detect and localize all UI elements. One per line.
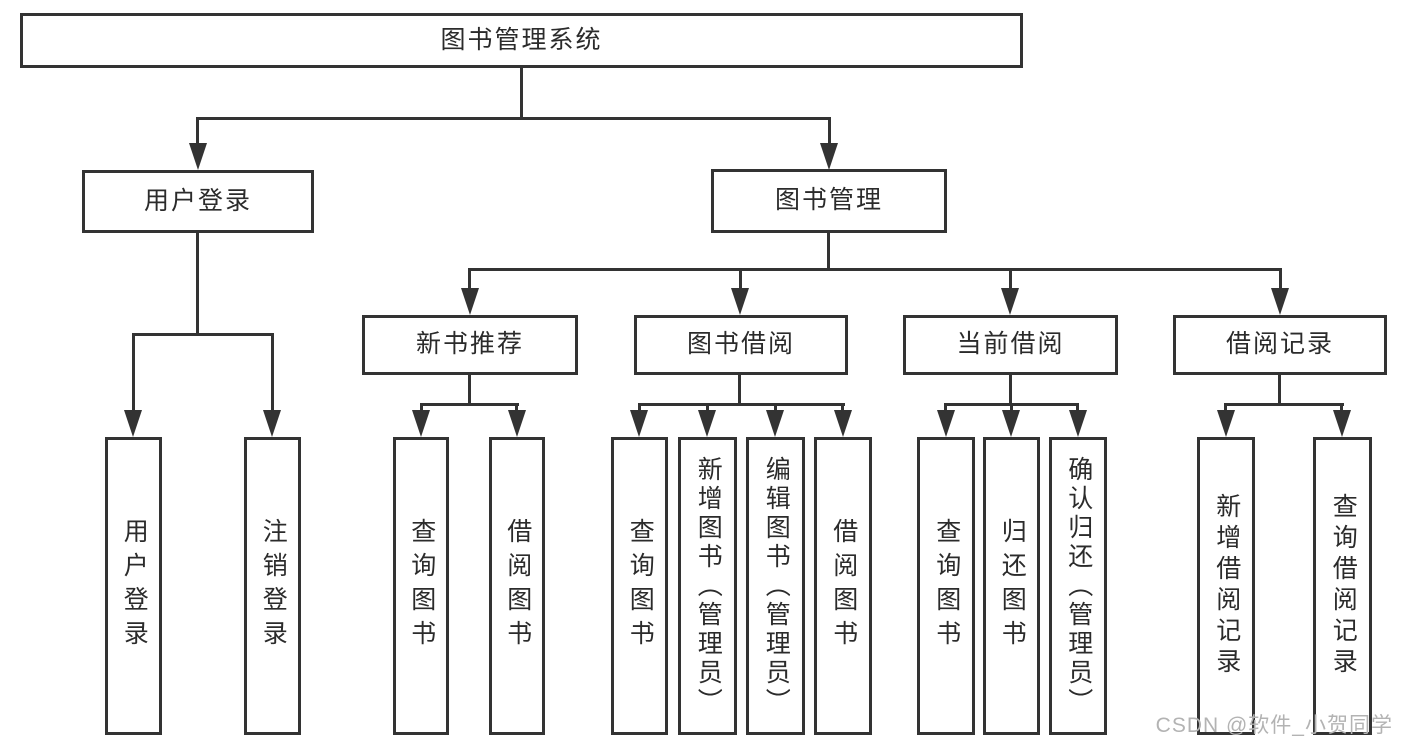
node-current-borrowing: 当前借阅 bbox=[903, 315, 1118, 375]
arrow-to-logout-login bbox=[263, 410, 281, 437]
node-add-books-admin: 新增图书（管理员） bbox=[678, 437, 737, 735]
node-query-borrow-record: 查询借阅记录 bbox=[1313, 437, 1372, 735]
node-book-borrowing: 图书借阅 bbox=[634, 315, 848, 375]
node-recommend-query-books: 查询图书 bbox=[393, 437, 449, 735]
connector-user-login-bar bbox=[132, 333, 274, 336]
arrow-to-book-management bbox=[820, 143, 838, 170]
node-logout-login: 注销登录 bbox=[244, 437, 301, 735]
arrow-to-borrowing-query-books bbox=[630, 410, 648, 437]
watermark-text: CSDN @软件_小贺同学 bbox=[1155, 714, 1393, 737]
arrow-to-current-borrowing bbox=[1001, 288, 1019, 315]
connector-user-login-stem bbox=[196, 233, 199, 335]
node-user-login-leaf: 用户登录 bbox=[105, 437, 162, 735]
arrow-to-add-books-admin bbox=[698, 410, 716, 437]
node-new-book-recommend: 新书推荐 bbox=[362, 315, 578, 375]
node-add-borrow-record: 新增借阅记录 bbox=[1197, 437, 1255, 735]
arrow-to-recommend-borrow-books bbox=[508, 410, 526, 437]
arrow-to-edit-books-admin bbox=[766, 410, 784, 437]
connector-root-drop-right bbox=[828, 117, 831, 147]
connector-recommend-stem bbox=[468, 375, 471, 406]
connector-book-mgmt-drop-2 bbox=[739, 268, 742, 293]
arrow-to-recommend-query-books bbox=[412, 410, 430, 437]
connector-root-stem bbox=[520, 68, 523, 118]
connector-book-mgmt-stem bbox=[827, 233, 830, 270]
connector-root-drop-left bbox=[196, 117, 199, 147]
arrow-to-return-books bbox=[1002, 410, 1020, 437]
arrow-to-user-login bbox=[189, 143, 207, 170]
connector-root-bar bbox=[196, 117, 831, 120]
node-library-system: 图书管理系统 bbox=[20, 13, 1023, 68]
arrow-to-user-login-leaf bbox=[124, 410, 142, 437]
node-borrowing-records: 借阅记录 bbox=[1173, 315, 1387, 375]
connector-borrowing-stem bbox=[738, 375, 741, 406]
arrow-to-confirm-return-admin bbox=[1069, 410, 1087, 437]
connector-recommend-bar bbox=[420, 403, 519, 406]
node-user-login: 用户登录 bbox=[82, 170, 314, 233]
node-confirm-return-admin: 确认归还（管理员） bbox=[1049, 437, 1107, 735]
node-edit-books-admin: 编辑图书（管理员） bbox=[746, 437, 805, 735]
connector-book-mgmt-bar bbox=[468, 268, 1282, 271]
connector-book-mgmt-drop-3 bbox=[1009, 268, 1012, 293]
arrow-to-current-query-books bbox=[937, 410, 955, 437]
connector-records-bar bbox=[1224, 403, 1344, 406]
node-recommend-borrow-books: 借阅图书 bbox=[489, 437, 545, 735]
arrow-to-borrow-books bbox=[834, 410, 852, 437]
node-book-management: 图书管理 bbox=[711, 169, 947, 233]
connector-user-login-drop-2 bbox=[271, 333, 274, 413]
arrow-to-new-book-recommend bbox=[461, 288, 479, 315]
connector-user-login-drop-1 bbox=[132, 333, 135, 413]
connector-book-mgmt-drop-1 bbox=[468, 268, 471, 293]
arrow-to-query-borrow-record bbox=[1333, 410, 1351, 437]
connector-borrowing-bar bbox=[638, 403, 845, 406]
arrow-to-borrowing-records bbox=[1271, 288, 1289, 315]
connector-current-stem bbox=[1009, 375, 1012, 406]
node-current-query-books: 查询图书 bbox=[917, 437, 975, 735]
connector-records-stem bbox=[1278, 375, 1281, 406]
node-borrowing-query-books: 查询图书 bbox=[611, 437, 668, 735]
arrow-to-book-borrowing bbox=[731, 288, 749, 315]
node-borrow-books: 借阅图书 bbox=[814, 437, 872, 735]
node-return-books: 归还图书 bbox=[983, 437, 1040, 735]
arrow-to-add-borrow-record bbox=[1217, 410, 1235, 437]
connector-book-mgmt-drop-4 bbox=[1279, 268, 1282, 293]
